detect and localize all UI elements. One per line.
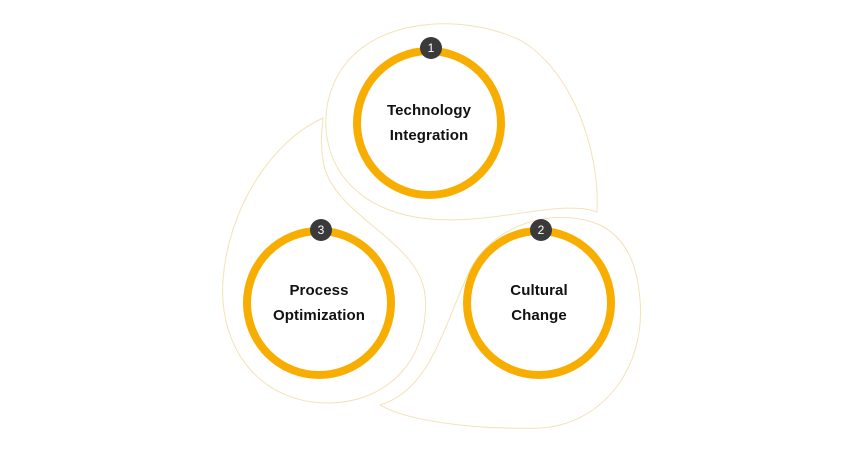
node-1-number-badge: 1 bbox=[420, 37, 442, 59]
node-label-cultural-change: Cultural Change bbox=[510, 278, 567, 328]
node-3-number-badge: 3 bbox=[310, 219, 332, 241]
node-2-number-badge: 2 bbox=[530, 219, 552, 241]
node-1-label-line-2: Integration bbox=[389, 127, 469, 144]
node-2-label-line-2: Change bbox=[511, 307, 567, 324]
swirl-petal-1 bbox=[325, 23, 598, 221]
node-label-technology-integration: Technology Integration bbox=[387, 98, 471, 148]
node-2-label-line-1: Cultural bbox=[510, 282, 568, 299]
node-3-label-line-2: Optimization bbox=[272, 307, 366, 324]
swirl-petal-3 bbox=[222, 117, 426, 404]
node-technology-integration: Technology Integration bbox=[353, 47, 505, 199]
node-1-label-line-1: Technology bbox=[386, 102, 472, 119]
node-3-label-line-1: Process bbox=[289, 282, 349, 299]
swirl-petal-2 bbox=[378, 216, 642, 429]
node-cultural-change: Cultural Change bbox=[463, 227, 615, 379]
node-label-process-optimization: Process Optimization bbox=[273, 278, 365, 328]
node-process-optimization: Process Optimization bbox=[243, 227, 395, 379]
